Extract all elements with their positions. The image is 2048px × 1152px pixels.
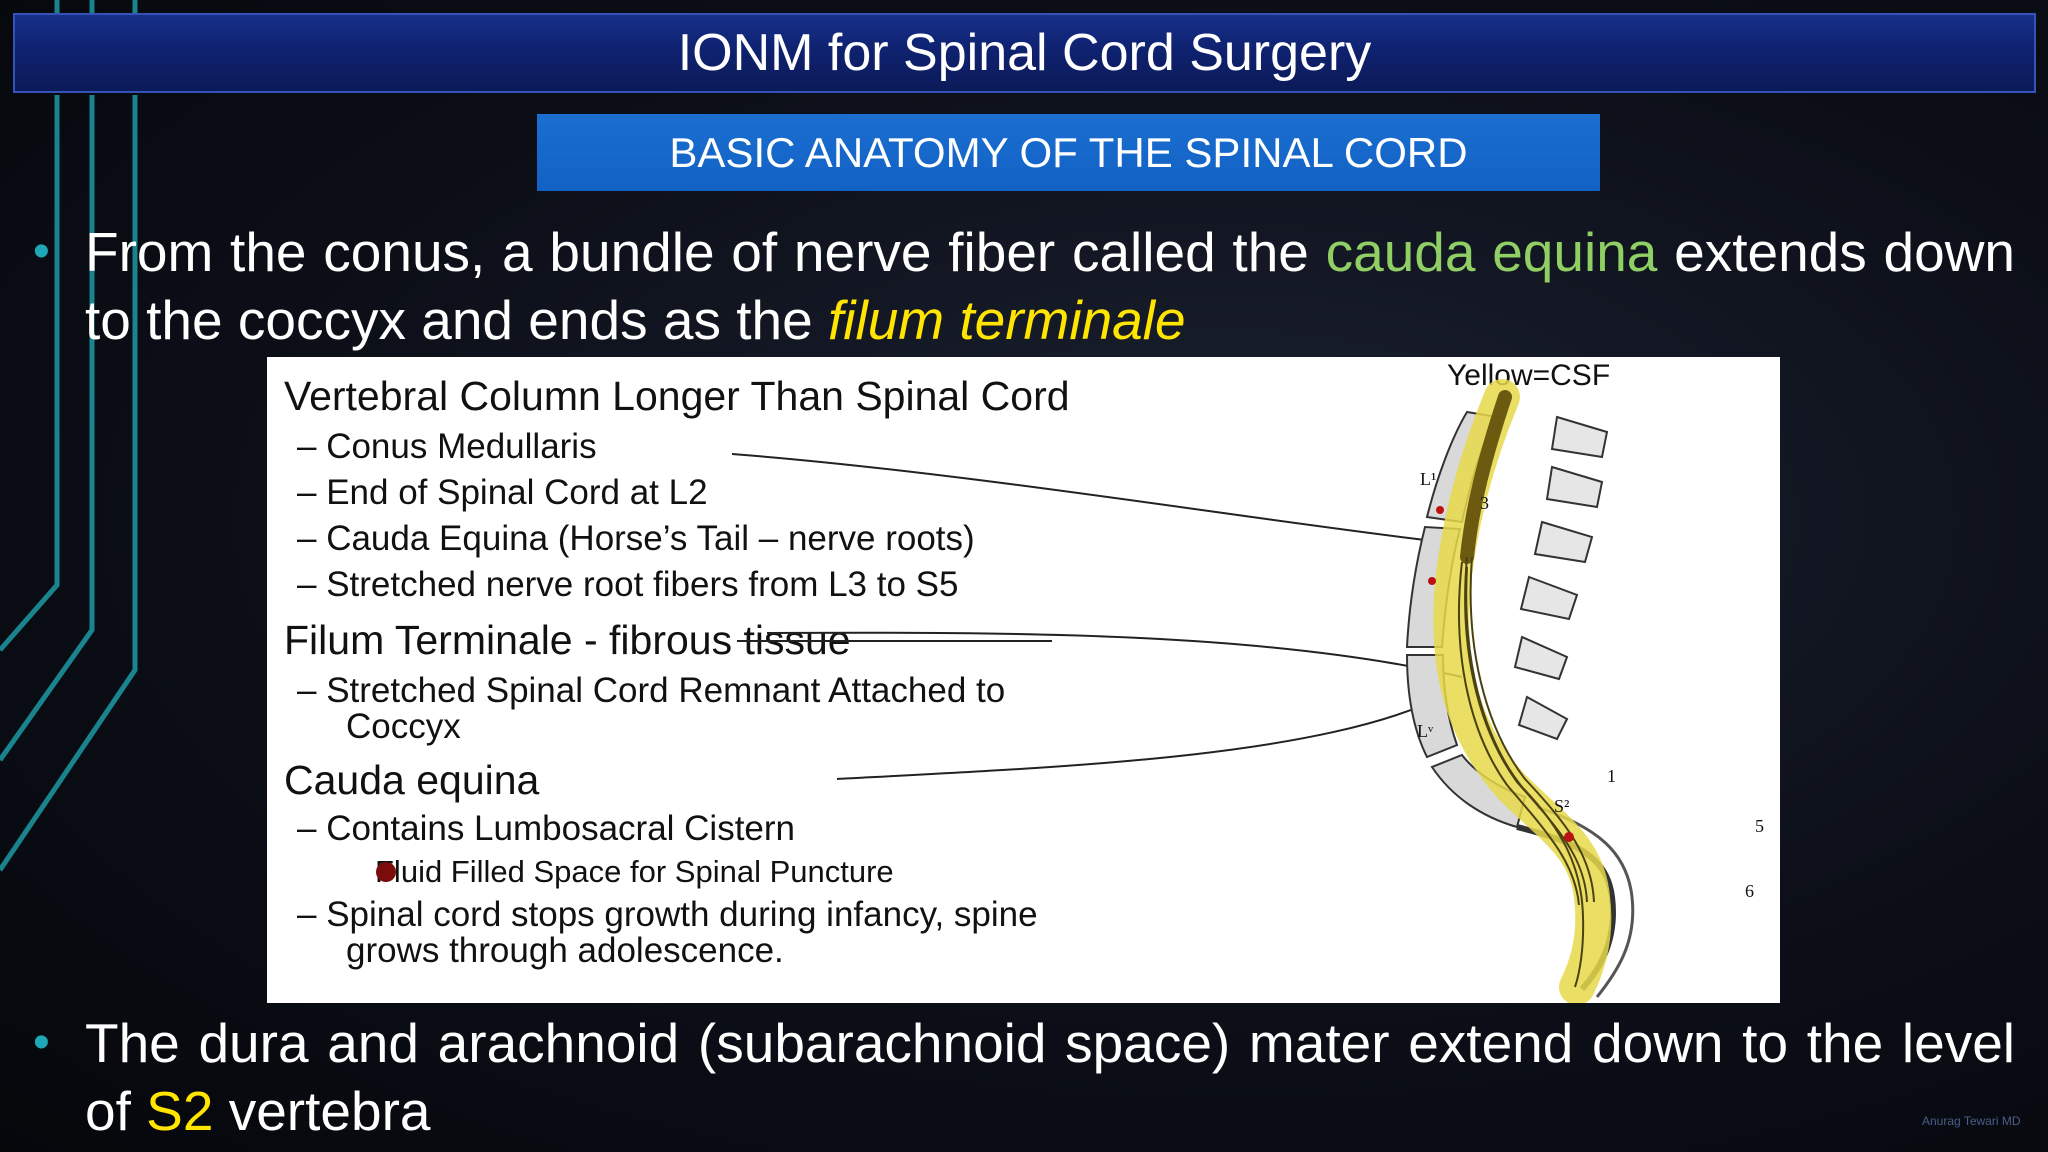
figure-filum-item: – Stretched Spinal Cord Remnant Attached… <box>297 671 1006 710</box>
figure-item-conus: – Conus Medullaris <box>297 427 597 466</box>
figure-growth-item: – Spinal cord stops growth during infanc… <box>297 895 1038 934</box>
figure-growth-item-cont: grows through adolescence. <box>346 931 784 970</box>
figure-item-stretched-roots: – Stretched nerve root fibers from L3 to… <box>297 565 959 604</box>
spinous-processes <box>1513 415 1609 741</box>
marker-6: 6 <box>1745 881 1754 901</box>
marker-l1: L¹ <box>1420 469 1436 489</box>
author-signature: Anurag Tewari MD <box>1922 1114 2021 1128</box>
marker-3: 3 <box>1480 493 1489 513</box>
spinal-anatomy-figure: Vertebral Column Longer Than Spinal Cord… <box>267 357 1780 1003</box>
section-subtitle-bar: BASIC ANATOMY OF THE SPINAL CORD <box>537 114 1600 191</box>
spinal-cord <box>1460 390 1512 564</box>
bullet-red-dot-icon <box>376 862 396 882</box>
figure-heading: Vertebral Column Longer Than Spinal Cord <box>284 373 1070 419</box>
leader-line-conus <box>731 453 1443 543</box>
figure-filum-item-cont: Coccyx <box>346 707 461 746</box>
leader-line-cauda <box>836 696 1443 780</box>
section-subtitle: BASIC ANATOMY OF THE SPINAL CORD <box>669 128 1468 176</box>
highlight-s2: S2 <box>146 1080 214 1142</box>
figure-cauda-item: – Contains Lumbosacral Cistern <box>297 809 796 848</box>
figure-cauda-heading: Cauda equina <box>284 757 540 803</box>
leader-line-filum <box>766 631 1463 678</box>
highlight-cauda-equina: cauda equina <box>1325 221 1658 283</box>
bullet-cauda-equina: • From the conus, a bundle of nerve fibe… <box>33 218 2015 354</box>
highlight-filum-terminale: filum terminale <box>827 289 1186 351</box>
cauda-equina-roots <box>1458 556 1595 988</box>
figure-cauda-subitem: Fluid Filled Space for Spinal Puncture <box>375 854 894 889</box>
csf-legend-label: Yellow=CSF <box>1447 359 1611 392</box>
bullet-dot-icon: • <box>33 225 50 278</box>
marker-l5: Lᵛ <box>1417 721 1434 741</box>
marker-5: 5 <box>1755 816 1764 836</box>
figure-item-end-cord: – End of Spinal Cord at L2 <box>297 473 708 512</box>
marker-s2: S² <box>1554 796 1569 816</box>
figure-item-cauda: – Cauda Equina (Horse’s Tail – nerve roo… <box>297 519 975 558</box>
bullet-dura-arachnoid: • The dura and arachnoid (subarachnoid s… <box>33 1009 2015 1145</box>
bullet-dot-icon: • <box>33 1016 50 1069</box>
slide-title: IONM for Spinal Cord Surgery <box>677 24 1372 82</box>
slide-title-bar: IONM for Spinal Cord Surgery <box>13 13 2036 93</box>
spine-illustration: L¹ Lᵛ 1 S² 5 6 3 <box>376 379 1764 1003</box>
marker-1: 1 <box>1607 766 1616 786</box>
